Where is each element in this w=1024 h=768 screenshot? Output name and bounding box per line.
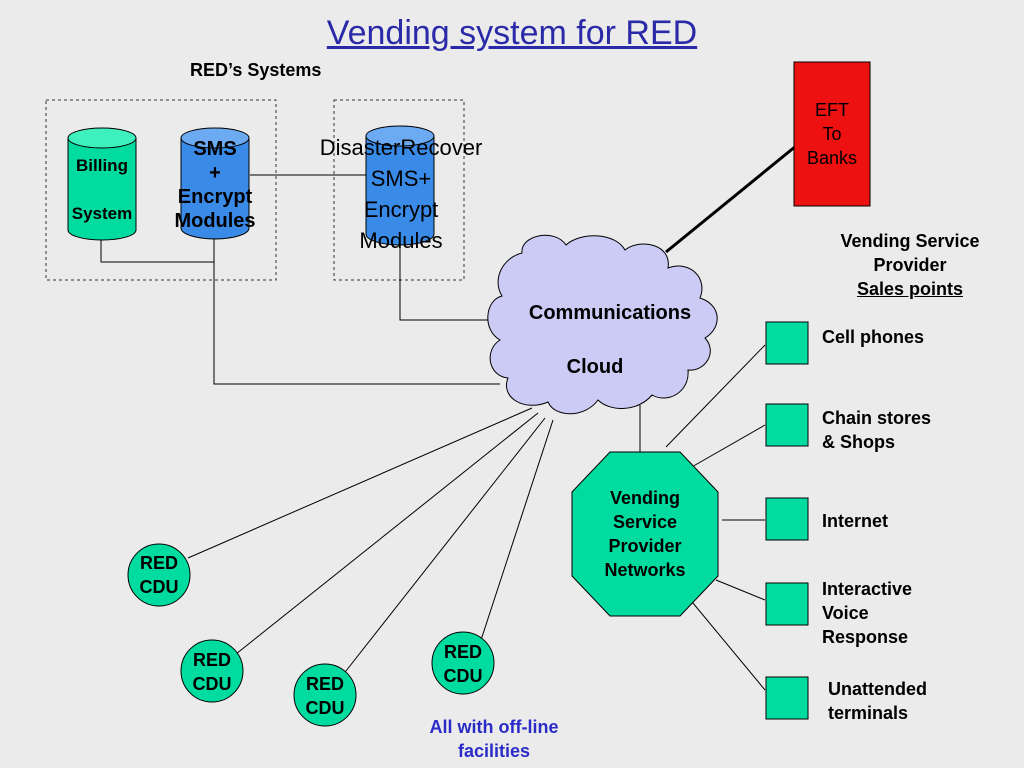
- sales-point-label: & Shops: [822, 432, 896, 452]
- cdu-label-line2: CDU: [443, 666, 483, 686]
- connector-lines: [100, 174, 766, 691]
- internet-box: [765, 497, 809, 541]
- sms-label-line4: Modules: [174, 210, 256, 232]
- vsp-heading-line2: Provider: [873, 255, 947, 275]
- cdu4-line: [480, 419, 554, 641]
- unattended-box: [765, 676, 809, 720]
- cell-phones-box: [765, 321, 809, 365]
- disaster-label: DisasterRecover SMS+ Encrypt Modules: [296, 132, 506, 256]
- chain-stores-line: [689, 424, 766, 469]
- sales-point-cell-phones: Cell phones: [822, 325, 924, 349]
- sales-point-internet: Internet: [822, 509, 888, 533]
- sales-point-chain-stores: Chain stores & Shops: [822, 406, 931, 454]
- cdu1-line: [187, 407, 533, 559]
- disaster-label-line2: SMS+: [370, 166, 432, 191]
- offline-note: All with off-line facilities: [406, 715, 582, 763]
- billing-label-line1: Billing: [76, 156, 128, 175]
- eft-label: EFT To Banks: [794, 98, 870, 170]
- sales-point-ivr: Interactive Voice Response: [822, 577, 912, 649]
- vsp-network-octagon: [571, 451, 719, 617]
- billing-to-sms-line: [100, 237, 214, 263]
- sales-point-label: Interactive: [822, 579, 913, 599]
- disaster-label-line3: Encrypt: [363, 197, 439, 222]
- cdu-circle-1: [127, 543, 191, 607]
- cloud-label-line2: Cloud: [566, 356, 624, 378]
- cloud-to-eft-line: [665, 144, 797, 254]
- cdu-label-line1: RED: [443, 642, 482, 662]
- vsp-network-line1: Vending: [609, 488, 680, 508]
- eft-label-line1: EFT: [815, 100, 849, 120]
- communications-cloud: [487, 234, 718, 415]
- vsp-network-line4: Networks: [604, 560, 686, 580]
- vsp-heading-line1: Vending Service: [840, 231, 980, 251]
- offline-note-line1: All with off-line: [429, 717, 559, 737]
- sales-point-unattended: Unattended terminals: [828, 677, 927, 725]
- vsp-network-label: Vending Service Provider Networks: [572, 486, 718, 582]
- eft-label-line3: Banks: [806, 148, 858, 168]
- cdu-label-1: RED CDU: [128, 551, 190, 599]
- cdu-label-line2: CDU: [139, 577, 179, 597]
- sms-label: SMS + Encrypt Modules: [155, 137, 275, 233]
- eft-box: [793, 61, 871, 207]
- sms-label-line1: SMS: [193, 138, 237, 160]
- sales-point-label: Chain stores: [822, 408, 932, 428]
- sales-point-label: Cell phones: [822, 327, 925, 347]
- sales-point-label: Internet: [822, 511, 889, 531]
- reds-systems-group-box: [45, 99, 277, 281]
- cdu-label-line1: RED: [192, 650, 231, 670]
- sales-point-label: Voice: [822, 603, 869, 623]
- vsp-heading-line3: Sales points: [856, 279, 964, 299]
- cdu2-line: [235, 412, 539, 655]
- sales-point-label: Response: [822, 627, 909, 647]
- sms-cylinder: [180, 127, 250, 240]
- cdu-circle-4: [431, 631, 495, 695]
- cdu3-line: [341, 417, 546, 677]
- sales-point-label: Unattended: [828, 679, 927, 699]
- cdu-label-line2: CDU: [305, 698, 345, 718]
- billing-label-line2: System: [71, 204, 133, 223]
- disaster-label-line4: Modules: [359, 228, 443, 253]
- eft-label-line2: To: [822, 124, 842, 144]
- ivr-line: [715, 579, 766, 601]
- unattended-line: [687, 596, 766, 691]
- cdu-label-4: RED CDU: [432, 640, 494, 688]
- cdu-circle-3: [293, 663, 357, 727]
- billing-cylinder: [67, 127, 137, 241]
- cdu-label-line2: CDU: [192, 674, 232, 694]
- cdu-label-line1: RED: [305, 674, 344, 694]
- cdu-label-3: RED CDU: [294, 672, 356, 720]
- sms-to-cloud-line: [213, 238, 500, 385]
- cdu-label-2: RED CDU: [181, 648, 243, 696]
- disaster-label-line1: DisasterRecover: [319, 135, 483, 160]
- disaster-recovery-cylinder: [365, 125, 435, 246]
- vsp-network-line2: Service: [612, 512, 678, 532]
- sms-label-line3: Encrypt: [177, 186, 253, 208]
- reds-systems-label: RED’s Systems: [190, 60, 322, 80]
- cell-phones-line: [665, 344, 766, 448]
- page-title: Vending system for RED: [326, 14, 698, 52]
- sms-label-line2: +: [209, 162, 221, 184]
- cloud-label-line1: Communications: [528, 302, 692, 324]
- cdu-circle-2: [180, 639, 244, 703]
- ivr-box: [765, 582, 809, 626]
- disaster-recovery-group-box: [333, 99, 465, 281]
- vsp-sales-heading: Vending Service Provider Sales points: [810, 229, 1010, 301]
- disaster-to-cloud-line: [399, 244, 490, 321]
- offline-note-line2: facilities: [457, 741, 531, 761]
- chain-stores-box: [765, 403, 809, 447]
- sales-point-label: terminals: [828, 703, 909, 723]
- vsp-network-line3: Provider: [608, 536, 682, 556]
- cdu-label-line1: RED: [139, 553, 178, 573]
